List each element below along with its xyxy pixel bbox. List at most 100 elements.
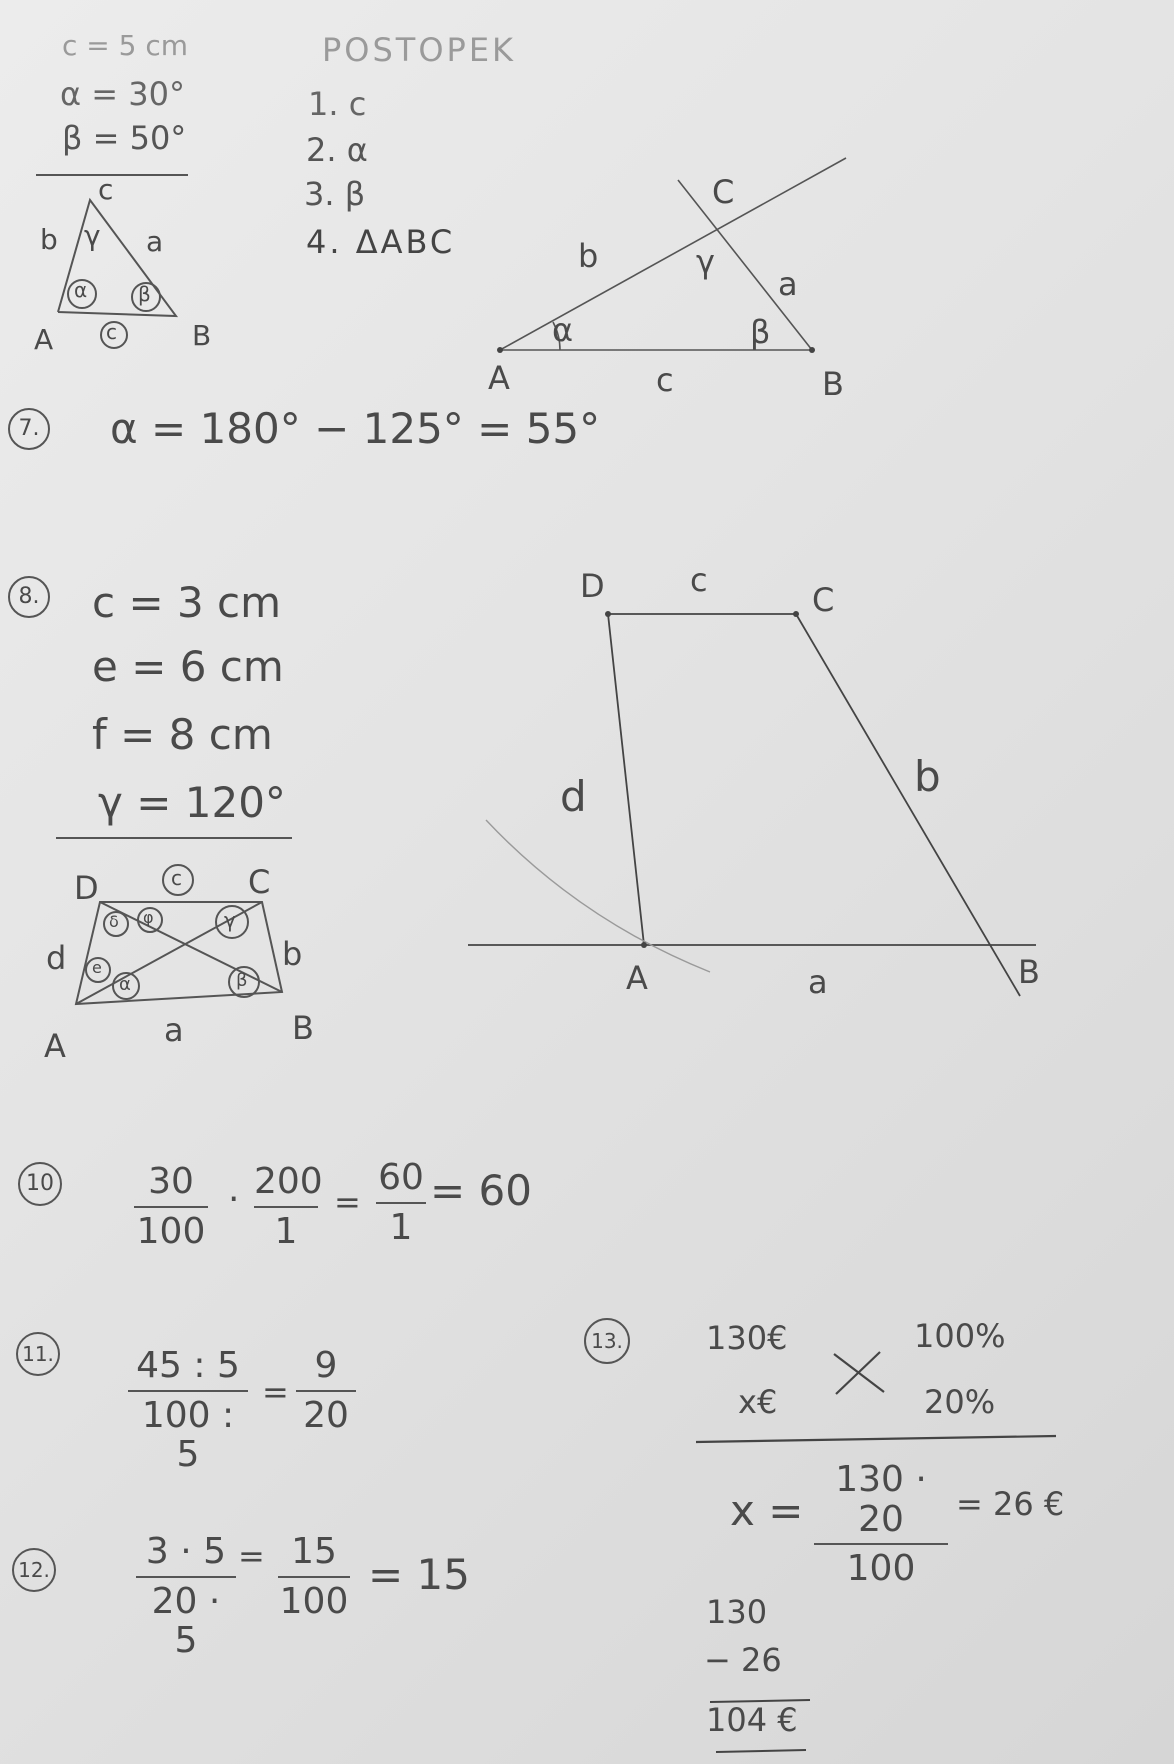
sketch-vertex-c2: C [248, 863, 271, 901]
trap-base-a: a [808, 963, 828, 1001]
q11-f1-numerator: 45 : 5 [136, 1345, 240, 1386]
q13-fraction-numerator: 130 · 20 [835, 1459, 927, 1540]
q10-f1-denominator: 100 [136, 1210, 206, 1252]
step-2: 2. α [306, 131, 368, 169]
q10-result: = 60 [430, 1166, 532, 1215]
postopek-title: POSTOPEK [322, 31, 517, 69]
sketch-vertex-d: D [74, 869, 99, 907]
q13-fraction-denominator: 100 [846, 1548, 916, 1590]
q11-equals: = [262, 1373, 289, 1411]
cross-multiply-mark [833, 1351, 885, 1395]
construction-vertex-b: B [822, 365, 844, 403]
q12-fraction-2: 15 100 [278, 1532, 350, 1621]
trap-vertex-a: A [626, 959, 648, 997]
q13-x-label: x = [730, 1486, 804, 1535]
q10-dot: · [228, 1179, 240, 1220]
q10-f2-numerator: 200 [254, 1161, 323, 1202]
point-c [793, 611, 799, 617]
sketch-top-c2: c [171, 866, 182, 890]
sketch-vertex-a: A [34, 323, 54, 356]
sketch-vertex-b: B [192, 319, 212, 352]
q8-given-c: c = 3 cm [92, 578, 282, 627]
q10-f2-denominator: 1 [274, 1210, 298, 1252]
q11-fraction-1: 45 : 5 100 : 5 [128, 1346, 248, 1475]
q13-sub-minuend: 130 [706, 1593, 768, 1631]
q10-fraction-2: 200 1 [254, 1161, 323, 1252]
point-b [809, 347, 815, 353]
sketch-vertex-b2: B [292, 1009, 314, 1047]
sketch-angle-beta: β [138, 282, 151, 306]
q12-f1-numerator: 3 · 5 [145, 1531, 227, 1572]
q13-number: 13. [584, 1318, 630, 1364]
q7-number: 7. [8, 408, 50, 450]
trap-vertex-d: D [580, 567, 605, 605]
q12-result: = 15 [368, 1550, 470, 1599]
q8-number: 8. [8, 576, 50, 618]
construction-side-c: c [656, 361, 674, 399]
sketch-base-c: c [106, 320, 117, 344]
trapezoid-sketch [74, 864, 284, 1006]
q10-fraction-1: 30 100 [134, 1162, 208, 1251]
sketch-side-b: b [40, 223, 58, 256]
construction-side-b: b [578, 237, 599, 275]
q13-row1-left: 130€ [706, 1319, 788, 1357]
q11-fraction-2: 9 20 [296, 1346, 356, 1435]
construction-angle-alpha: α [552, 311, 574, 349]
construction-vertex-c: C [712, 173, 735, 211]
q13-separator [695, 1434, 1057, 1444]
trap-side-d: d [560, 772, 587, 821]
q13-sub-result: 104 € [706, 1701, 798, 1739]
given-alpha: α = 30° [60, 75, 185, 113]
subtraction-line [709, 1699, 811, 1703]
q7-answer: α = 180° − 125° = 55° [110, 404, 601, 453]
triangle-sketch [57, 197, 179, 349]
q13-sub-subtrahend: − 26 [704, 1641, 782, 1679]
triangle-construction [499, 157, 847, 351]
point-d [605, 611, 611, 617]
step-3: 3. β [304, 175, 366, 213]
sketch-angle-alpha: α [74, 278, 88, 302]
sketch-angle-gamma2: γ [224, 908, 236, 932]
q8-given-f: f = 8 cm [92, 710, 273, 759]
sketch-angle-e: e [92, 958, 102, 977]
sketch-vertex-a2: A [44, 1027, 66, 1065]
q12-f2-numerator: 15 [291, 1531, 337, 1572]
sketch-top-c: c [98, 173, 114, 206]
result-underline [715, 1749, 807, 1753]
q12-f2-denominator: 100 [279, 1580, 349, 1622]
sketch-angle-phi: φ [143, 908, 154, 927]
q10-number: 10 [18, 1162, 62, 1206]
q12-f1-denominator: 20 · 5 [151, 1580, 221, 1662]
q12-fraction-1: 3 · 5 20 · 5 [136, 1532, 236, 1661]
trap-vertex-c: C [812, 581, 835, 619]
point-a [497, 347, 503, 353]
q10-f3-numerator: 60 [378, 1157, 424, 1198]
trapezoid-construction [468, 613, 1036, 997]
sketch-base-a: a [164, 1011, 184, 1049]
construction-vertex-a: A [488, 359, 510, 397]
q10-f3-denominator: 1 [389, 1206, 413, 1248]
q10-fraction-3: 60 1 [376, 1158, 426, 1247]
sketch-angle-gamma: γ [84, 219, 101, 252]
step-4: 4. ΔABC [306, 223, 456, 261]
trap-vertex-b: B [1018, 953, 1040, 991]
q13-row2-left: x€ [738, 1383, 778, 1421]
point-a2 [641, 942, 647, 948]
sketch-side-b2: b [282, 935, 303, 973]
sketch-angle-alpha2: α [119, 974, 131, 995]
q10-f1-numerator: 30 [148, 1161, 194, 1202]
q13-result: = 26 € [956, 1485, 1065, 1523]
step-1: 1. c [308, 85, 367, 123]
sketch-angle-beta2: β [236, 970, 248, 991]
q11-f2-numerator: 9 [314, 1345, 338, 1386]
trap-side-c: c [690, 561, 708, 599]
sketch-side-a: a [146, 225, 164, 258]
q11-number: 11. [16, 1332, 60, 1376]
given-beta: β = 50° [62, 119, 187, 157]
sketch-angle-delta: δ [109, 912, 119, 931]
q13-row1-right: 100% [914, 1317, 1006, 1355]
q8-given-e: e = 6 cm [92, 642, 284, 691]
q13-fraction: 130 · 20 100 [814, 1460, 948, 1589]
